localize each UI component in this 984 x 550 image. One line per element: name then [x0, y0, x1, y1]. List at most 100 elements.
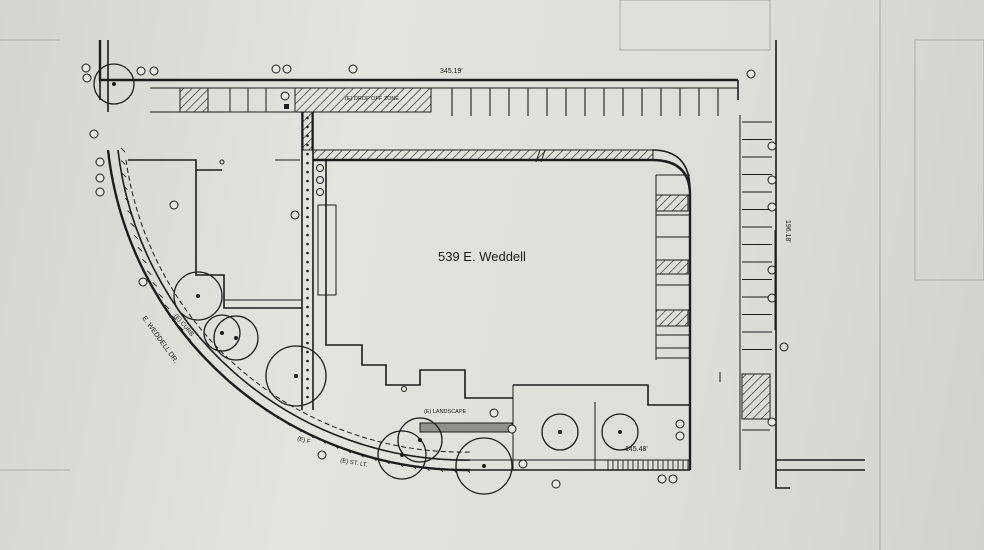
curb-tick [203, 356, 208, 361]
callout-bubble-icon [657, 474, 667, 484]
curb-tick [171, 315, 177, 320]
curb-tick [130, 222, 135, 228]
curved-frontage [106, 147, 690, 474]
callout-bubbles [81, 63, 777, 489]
curb-tick [411, 464, 417, 470]
walkway-dot [306, 215, 309, 219]
curb-tick [127, 210, 132, 215]
callout-bubble-icon [149, 66, 159, 76]
curb-tick [124, 197, 130, 203]
curb-tick [372, 456, 377, 462]
light-pole-icon [401, 386, 407, 392]
curb-tick [186, 336, 192, 341]
curb-tick [158, 293, 163, 298]
callout-bubble-icon [81, 63, 91, 73]
fixtures [284, 104, 789, 392]
curb-tick [262, 407, 268, 412]
top-parking-stalls [150, 87, 738, 116]
curb-tick [146, 270, 152, 276]
callout-bubble-icon [95, 173, 105, 183]
callout-bubble-icon [767, 202, 777, 212]
light-pole-icon [290, 210, 300, 220]
landscape-label: (E) LANDSCAPE [424, 409, 467, 415]
tree-icon [265, 345, 327, 407]
callout-bubble-icon [507, 424, 517, 434]
walkway-column [275, 111, 337, 410]
callout-bubble-icon [675, 419, 685, 429]
walkway-dot [306, 332, 309, 336]
callout-bubble-icon [767, 417, 777, 427]
tree-icon [541, 413, 579, 451]
curb-tick [152, 282, 158, 287]
walkway-dot [306, 377, 309, 381]
curb-tick [120, 160, 126, 165]
tree-icon [213, 315, 259, 361]
tree-trunk-icon [234, 336, 238, 340]
walkway-dot [306, 152, 309, 156]
curb-tick [194, 346, 200, 351]
tree-trunk-icon [112, 82, 116, 86]
plan-labels: 539 E. Weddell 345.19' 196.18' 145.48' (… [140, 68, 791, 469]
callout-bubble-icon [317, 450, 327, 460]
tree-trunk-icon [558, 430, 562, 434]
callout-bubble-icon [95, 157, 105, 167]
dimension-bottom: 145.48' [625, 446, 648, 453]
walkway-dot [306, 206, 309, 210]
dimension-right: 196.18' [784, 220, 791, 243]
callout-bubble-icon [89, 129, 99, 139]
callout-bubble-icon [551, 479, 561, 489]
callout-bubble-icon [95, 187, 105, 197]
existing-tree-label: (E) F [296, 436, 311, 446]
main-building [312, 149, 692, 470]
tree-icon [601, 413, 639, 451]
callout-bubble-icon [282, 64, 292, 74]
walkway-dot [306, 278, 309, 282]
building-label: 539 E. Weddell [438, 249, 526, 264]
dimension-top: 345.19' [440, 68, 463, 75]
curb-tick [241, 391, 247, 397]
callout-bubble-icon [767, 175, 777, 185]
tree-icon [173, 271, 223, 321]
callout-bubble-icon [169, 200, 179, 210]
walkway-dot [306, 260, 309, 264]
callout-bubble-icon [746, 69, 756, 79]
curb-tick [285, 421, 291, 426]
tree-icon [377, 430, 427, 480]
callout-bubble-icon [767, 141, 777, 151]
curb-tick [178, 325, 184, 331]
walkway-dot [306, 314, 309, 318]
right-parking-stalls [739, 115, 772, 470]
curb-tick [359, 452, 364, 458]
walkway-dot [306, 224, 309, 228]
walkway-dot [306, 134, 309, 138]
curb-tick [221, 374, 227, 380]
tree-trunk-icon [482, 464, 486, 468]
walkway-dot [306, 125, 309, 129]
curb-tick [425, 466, 430, 471]
curb-tick [398, 462, 404, 468]
walkway-dot [306, 116, 309, 120]
callout-bubble-icon [271, 64, 281, 74]
curb-tick [346, 448, 351, 454]
callout-bubble-icon [518, 459, 528, 469]
curb-tick [123, 185, 128, 191]
callout-bubble-icon [489, 408, 499, 418]
west-inner-area [128, 159, 302, 309]
tree-canopies [93, 63, 639, 495]
curb-tick [465, 468, 471, 474]
callout-bubble-icon [668, 474, 678, 484]
walkway-dot [306, 179, 309, 183]
curb-tick [297, 427, 302, 433]
curb-tick [452, 468, 457, 473]
walkway-dot [306, 143, 309, 147]
utility-box-icon [284, 104, 289, 109]
fixture-circle [316, 176, 324, 184]
walkway-dot [306, 197, 309, 201]
street-light-label: (E) ST. LT. [340, 458, 369, 469]
curb-tick [333, 444, 339, 449]
fixture-circle [316, 164, 324, 172]
tree-trunk-icon [294, 374, 298, 378]
